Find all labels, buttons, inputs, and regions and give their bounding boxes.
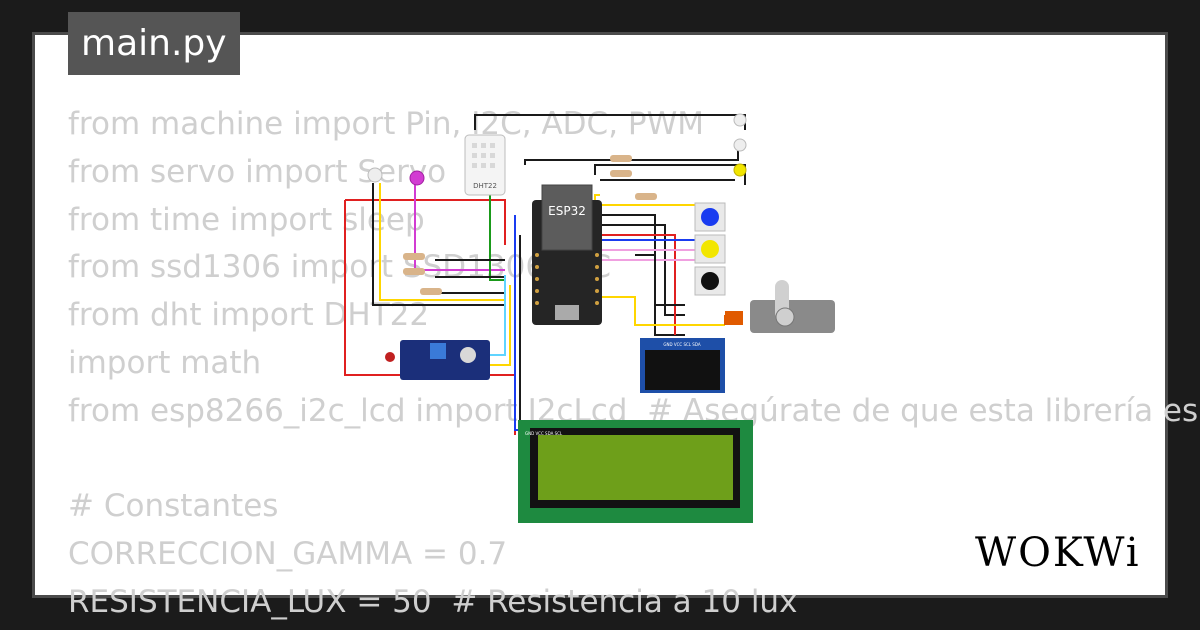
dht22-label: DHT22 [473,182,497,190]
wire-black [635,254,685,306]
esp32-label: ESP32 [548,204,586,218]
led-white [367,167,383,183]
code-line: # Constantes [68,488,279,525]
circuit-diagram: DHT22 ESP32 [344,113,835,523]
wire-black [474,114,746,130]
wire-black [524,145,739,165]
wire-red [600,234,676,335]
oled-pin-labels: GND VCC SCL SDA [663,342,700,347]
wire-black [600,214,685,336]
wire-black [372,183,505,306]
code-line: import math [68,344,262,381]
wire-yellow [490,285,511,366]
pushbuttons [694,202,726,296]
button-yellow [701,240,719,258]
wire-green [489,195,505,281]
lcd-pin-labels: GND VCC SDA SCL [525,431,563,436]
button-blue [701,208,719,226]
code-line: RESISTENCIA_LUX = 50 # Resistencia a 10 … [68,583,798,620]
led-yellow [733,163,747,177]
servo-motor [725,280,835,333]
wokwi-logo-text: WOKWi [975,530,1141,576]
button-black [701,272,719,290]
file-name-tab: main.py [68,12,240,75]
dht22-sensor: DHT22 [464,134,506,196]
code-line: from time import sleep [68,201,425,238]
ldr-sensor-module [385,340,490,380]
resistors [403,155,657,295]
led-magenta [409,170,425,186]
esp32-board: ESP32 [532,184,602,325]
code-line: CORRECCION_GAMMA = 0.7 [68,536,508,573]
wire-black [594,164,746,185]
led-white-right [733,113,747,152]
wokwi-logo: WOKWi [975,530,1141,576]
oled-display: GND VCC SCL SDA [640,338,725,393]
wire-cyan [485,275,506,356]
lcd-display: GND VCC SDA SCL [518,420,753,523]
code-line: from dht import DHT22 [68,297,430,334]
wire-yellow [600,296,725,326]
wire-red [345,199,506,245]
wire-black [600,224,685,316]
wire-yellow [379,183,505,301]
wire-black [519,235,525,441]
code-line: from esp8266_i2c_lcd import I2cLcd # Ase… [68,392,1199,429]
